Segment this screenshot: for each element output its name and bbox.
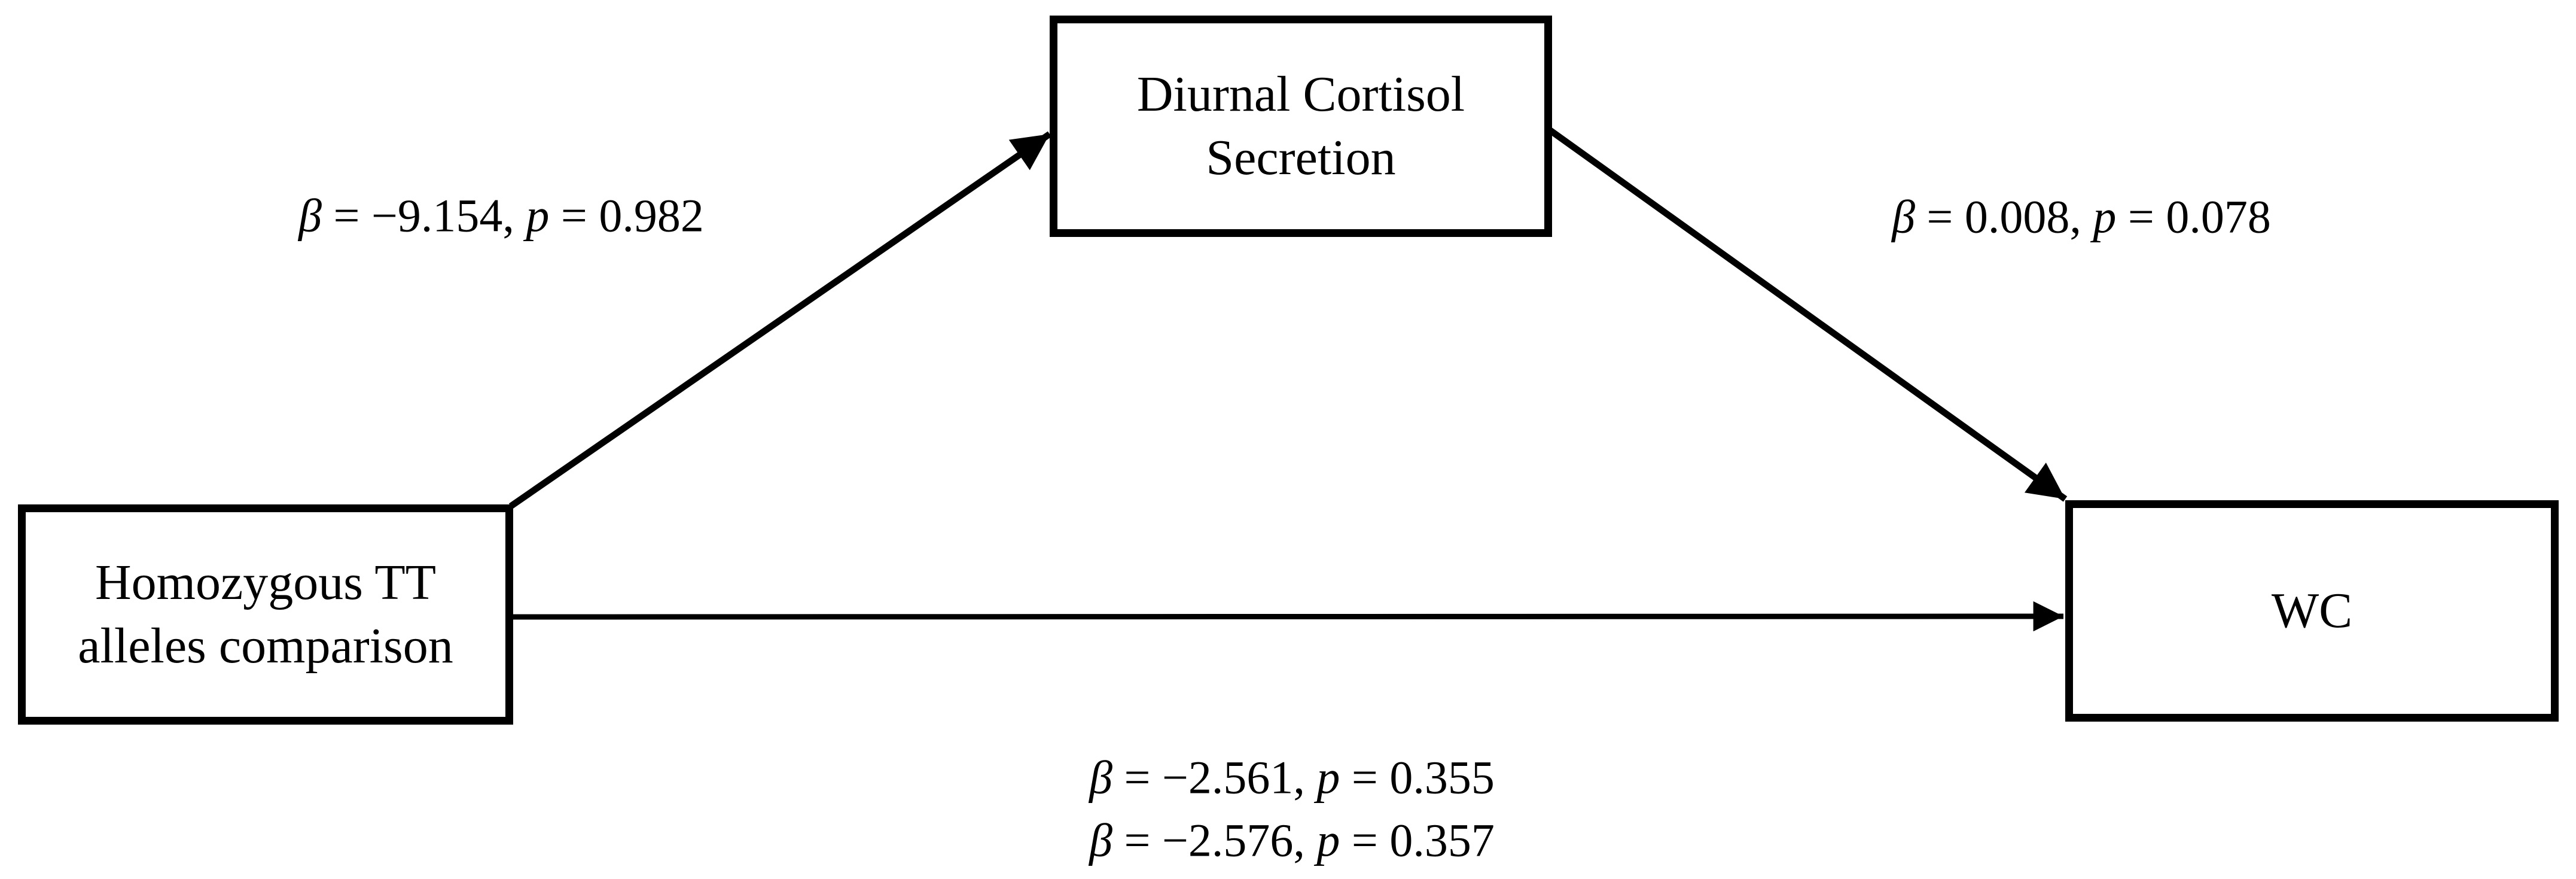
path-b-label: β = 0.008, p = 0.078	[1892, 185, 2271, 248]
path-c2-p-value: = 0.357	[1340, 814, 1495, 866]
node-mediator-line2: Secretion	[1206, 130, 1396, 185]
path-c2-beta-value: = −2.576,	[1112, 814, 1317, 866]
path-a-beta-value: = −9.154,	[321, 189, 526, 242]
path-c1-beta-value: = −2.561,	[1112, 751, 1317, 804]
path-b-beta-symbol: β	[1892, 190, 1915, 243]
path-c1-p-value: = 0.355	[1340, 751, 1495, 804]
path-a-label: β = −9.154, p = 0.982	[298, 184, 704, 247]
path-b-p-value: = 0.078	[2116, 190, 2271, 243]
node-mediator-line1: Diurnal Cortisol	[1136, 66, 1465, 123]
path-c-arrow	[513, 601, 2064, 632]
path-b-arrow	[1548, 127, 2068, 502]
path-c1-p-symbol: p	[1316, 751, 1340, 804]
path-c2-p-symbol: p	[1316, 814, 1340, 866]
path-c1-beta-symbol: β	[1089, 751, 1112, 804]
node-outcome: WC	[2065, 500, 2559, 722]
node-mediator: Diurnal Cortisol Secretion	[1050, 16, 1552, 237]
path-b-p-symbol: p	[2093, 190, 2117, 243]
path-c-label: β = −2.561, p = 0.355 β = −2.576, p = 0.…	[1089, 746, 1495, 872]
node-outcome-line1: WC	[2271, 583, 2353, 639]
node-predictor: Homozygous TT alleles comparison	[18, 504, 513, 725]
path-b-beta-value: = 0.008,	[1915, 190, 2093, 243]
path-a-arrow	[508, 131, 1052, 509]
path-c2-beta-symbol: β	[1089, 814, 1112, 866]
path-a-p-symbol: p	[526, 189, 550, 242]
path-a-beta-symbol: β	[298, 189, 322, 242]
node-predictor-line1: Homozygous TT	[94, 555, 437, 611]
node-predictor-line2: alleles comparison	[78, 618, 453, 674]
path-c-line2: β = −2.576, p = 0.357	[1089, 809, 1495, 872]
path-a-p-value: = 0.982	[549, 189, 704, 242]
path-c-line1: β = −2.561, p = 0.355	[1089, 746, 1495, 809]
